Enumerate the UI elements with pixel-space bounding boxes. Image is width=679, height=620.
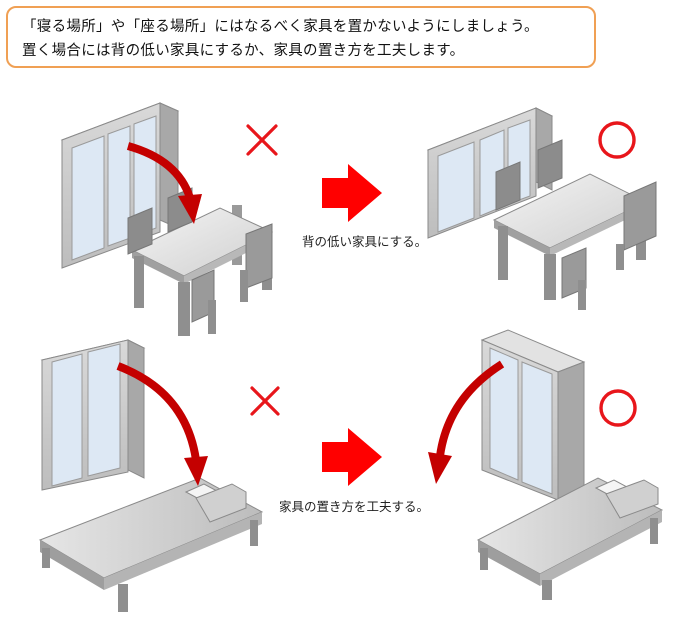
bed-2 — [476, 477, 664, 600]
cross-icon — [250, 386, 280, 416]
right-arrow-icon — [322, 428, 382, 486]
scene-bed-bad — [38, 339, 264, 612]
banner-line-2: 置く場合には背の低い家具にするか、家具の置き方を工夫します。 — [22, 43, 465, 59]
circle-icon — [598, 121, 636, 159]
scene-dining-good — [426, 107, 657, 310]
scene-dining-bad — [60, 102, 274, 336]
bedroom-cabinet-2 — [480, 329, 586, 501]
fall-arrow-head — [184, 456, 208, 486]
fall-arrow-icon — [116, 362, 200, 461]
fall-arrow-icon — [436, 360, 505, 457]
scene-bed-good — [428, 329, 664, 600]
cross-icon — [246, 124, 278, 156]
dining-table-2 — [492, 139, 657, 310]
dining-table — [127, 187, 274, 336]
bed — [38, 477, 264, 612]
right-arrow-icon — [322, 164, 382, 222]
fall-arrow-icon — [126, 142, 194, 200]
caption-low-furniture: 背の低い家具にする。 — [302, 234, 428, 249]
bedroom-cabinet — [40, 339, 146, 491]
banner-line-1: 「寝る場所」や「座る場所」にはなるべく家具を置かないようにしましょう。 — [22, 19, 539, 35]
circle-icon — [599, 389, 637, 427]
instruction-banner: 「寝る場所」や「座る場所」にはなるべく家具を置かないようにしましょう。 置く場合… — [6, 6, 596, 68]
fall-arrow-head — [178, 194, 202, 224]
fall-arrow-head — [428, 452, 452, 484]
caption-placement: 家具の置き方を工夫する。 — [279, 499, 430, 514]
